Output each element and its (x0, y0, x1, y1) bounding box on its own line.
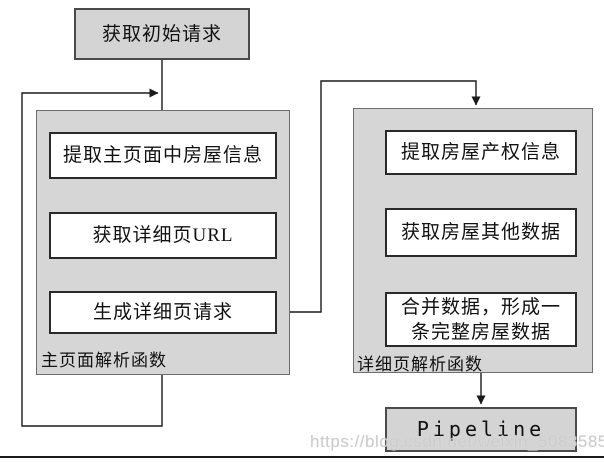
bottom-border-line (0, 456, 604, 458)
step-label: 获取房屋其他数据 (400, 222, 561, 243)
step-merge-data-complete-record: 合并数据，形成一 条完整房屋数据 (385, 292, 577, 347)
step-get-detail-page-url: 获取详细页URL (49, 212, 277, 259)
step-label: 合并数据，形成一 条完整房屋数据 (400, 296, 561, 343)
step-label: 生成详细页请求 (92, 302, 233, 323)
step-generate-detail-page-request: 生成详细页请求 (49, 291, 277, 334)
step-extract-main-page-house-info: 提取主页面中房屋信息 (49, 132, 277, 179)
step-get-other-house-data: 获取房屋其他数据 (385, 208, 577, 257)
csdn-watermark: https://blog.csdn.net/weixin_50835854 (310, 432, 604, 451)
step-label: 提取主页面中房屋信息 (62, 145, 263, 166)
detail-page-parser-group-label: 详细页解析函数 (357, 355, 483, 374)
step-extract-house-property-info: 提取房屋产权信息 (385, 130, 577, 175)
step-label: 获取详细页URL (92, 225, 234, 246)
start-node-label: 获取初始请求 (101, 23, 222, 45)
start-node: 获取初始请求 (74, 8, 250, 60)
pipeline-node: Pipeline (385, 407, 577, 452)
main-page-parser-group-label: 主页面解析函数 (41, 351, 167, 370)
step-label: 提取房屋产权信息 (400, 142, 561, 163)
pipeline-node-label: Pipeline (416, 417, 546, 441)
